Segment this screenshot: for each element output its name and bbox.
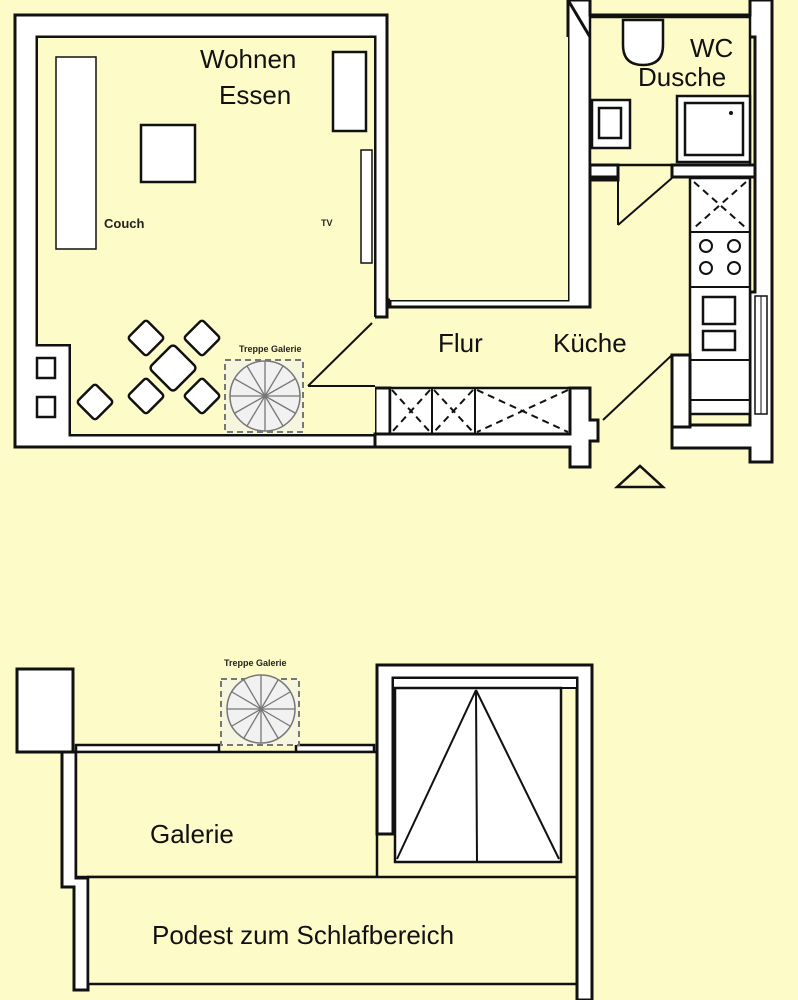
galerie-label: Galerie [150,819,234,849]
upper-floor: Treppe Galerie Galerie Podest zum Schlaf… [15,658,594,1000]
chair-1 [127,319,165,357]
counter-frame [688,176,752,416]
burner-icon [699,261,713,275]
couch [55,56,97,250]
chair-4 [183,377,221,415]
living-room-floor [37,37,375,435]
chair-2 [183,319,221,357]
kitchen-door-swing [602,354,673,421]
spiral-staircase-upper: Treppe Galerie [220,658,300,746]
stair-label-upper: Treppe Galerie [224,658,287,668]
window-small-2 [35,395,57,419]
toilet-icon [621,18,665,67]
bed-headboard-wall [392,677,578,689]
entrance-arrow-icon [613,464,667,489]
kitchen-counter [688,176,752,416]
cabinet [331,50,368,133]
window-small-1 [35,356,57,380]
couch-label: Couch [104,216,145,231]
hall-bottom-wall [373,386,600,469]
bath-wall-left [588,163,620,179]
door-swing-living [307,322,373,387]
dusche-label: Dusche [638,62,726,92]
stair-treads-upper [227,675,295,743]
sink-icon [597,106,623,140]
drawer-icon [701,329,737,352]
bath-door-swing [617,177,673,226]
burner-icon [699,239,713,253]
chimney-block [15,667,75,754]
shower-tray-icon [683,101,745,157]
kitchen-wall-stub [670,353,692,429]
wohnen-label: Wohnen [200,44,296,74]
hall-wardrobe [388,386,572,436]
essen-label: Essen [219,80,291,110]
ground-floor: Couch TV Treppe Galerie [13,0,774,489]
chair-5 [76,383,114,421]
stair-label-ground: Treppe Galerie [239,344,302,354]
living-room-inner-line-2 [36,37,375,436]
bath-wall-right [670,163,757,179]
dining-set [76,319,221,421]
wall-stub [588,175,620,182]
galerie-area [74,750,379,879]
coffee-table [139,123,197,184]
stair-treads [230,361,300,431]
tv [360,149,373,264]
dining-table [149,344,197,392]
flur-label: Flur [438,328,483,358]
skylight-window [393,686,563,864]
podest-label: Podest zum Schlafbereich [152,920,454,950]
wc-label: WC [690,33,733,63]
window-frame [393,686,563,864]
burner-icon [727,261,741,275]
living-room-inner-line [37,36,376,317]
burner-icon [727,239,741,253]
spiral-staircase-ground: Treppe Galerie [224,344,304,433]
wardrobe-frame [388,386,572,436]
unlabeled-room-floor [390,37,568,300]
bath-outer-wall [566,0,774,464]
kueche-label: Küche [553,328,627,358]
chair-3 [127,377,165,415]
shower-drain [729,111,733,115]
oven-icon [701,295,737,326]
tv-label: TV [321,218,333,228]
